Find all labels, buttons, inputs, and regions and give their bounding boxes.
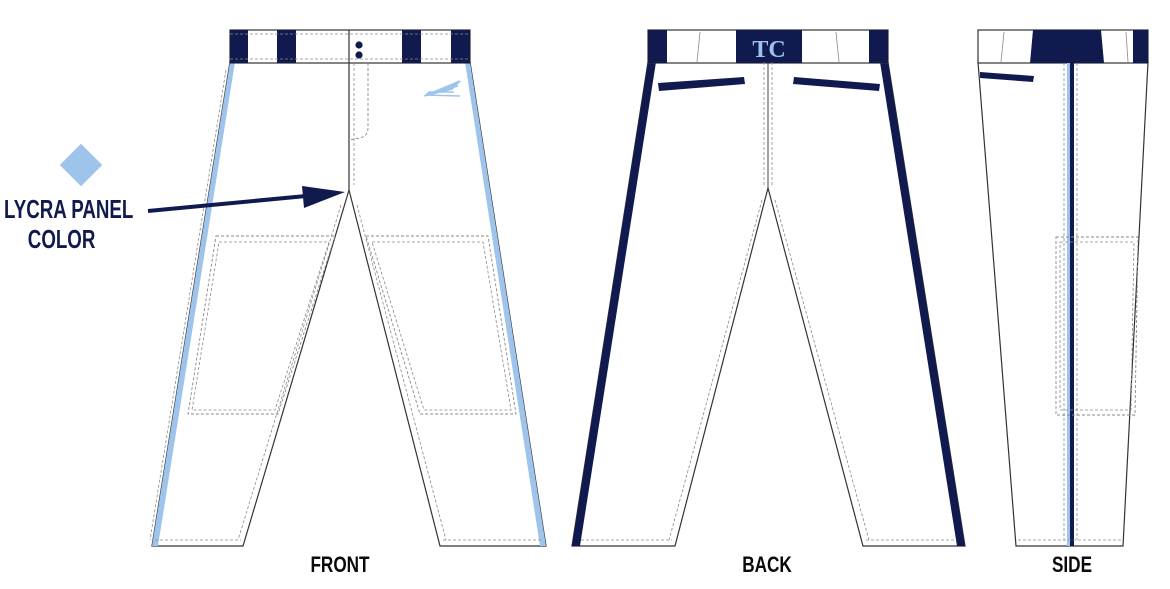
side-pocket: [980, 72, 1034, 82]
front-right-knee-patch: [365, 235, 517, 415]
lycra-panel-label: LYCRA PANEL COLOR: [4, 194, 134, 254]
front-button-1: [355, 41, 363, 49]
back-view-label: BACK: [742, 552, 792, 577]
front-fly-stitch: [348, 63, 369, 141]
back-left-pocket: [658, 77, 745, 91]
front-belt-loop-3: [402, 30, 421, 63]
front-belt-loop-2: [277, 30, 296, 63]
side-pants-body: [977, 61, 1149, 547]
arrow-right-icon: [147, 186, 345, 213]
back-belt-loop-1: [648, 30, 667, 63]
back-pants-body: [571, 61, 966, 547]
front-belt-loop-4: [451, 30, 470, 63]
front-left-side-stripe: [152, 62, 235, 546]
wing-logo-icon: [423, 80, 461, 97]
front-waistband: [229, 29, 471, 64]
side-view-label: SIDE: [1051, 552, 1093, 577]
front-button-2: [355, 51, 363, 59]
front-right-side-stripe: [465, 62, 546, 546]
front-left-knee-patch: [187, 235, 336, 415]
diamond-swatch-icon: [59, 143, 103, 187]
lycra-callout: [59, 143, 345, 213]
callout-line-2: COLOR: [27, 224, 96, 254]
monogram-logo: TC: [752, 37, 785, 63]
side-stripe-navy: [1070, 63, 1074, 546]
side-stripe-light: [1067, 63, 1072, 546]
side-knee-patch: [1055, 236, 1139, 416]
callout-line-1: LYCRA PANEL: [4, 194, 134, 224]
back-view: TC: [571, 29, 966, 547]
front-view-label: FRONT: [310, 552, 370, 577]
back-left-side-stripe: [572, 62, 656, 546]
back-monogram-patch: [736, 30, 802, 63]
side-waist-patch: [1030, 30, 1104, 63]
back-right-pocket: [793, 77, 880, 91]
back-right-side-stripe: [880, 62, 965, 546]
front-view: [149, 29, 547, 547]
back-belt-loop-2: [869, 30, 888, 63]
side-belt-loop: [1133, 30, 1148, 63]
front-belt-loop-1: [230, 30, 248, 63]
side-view: [977, 29, 1149, 547]
